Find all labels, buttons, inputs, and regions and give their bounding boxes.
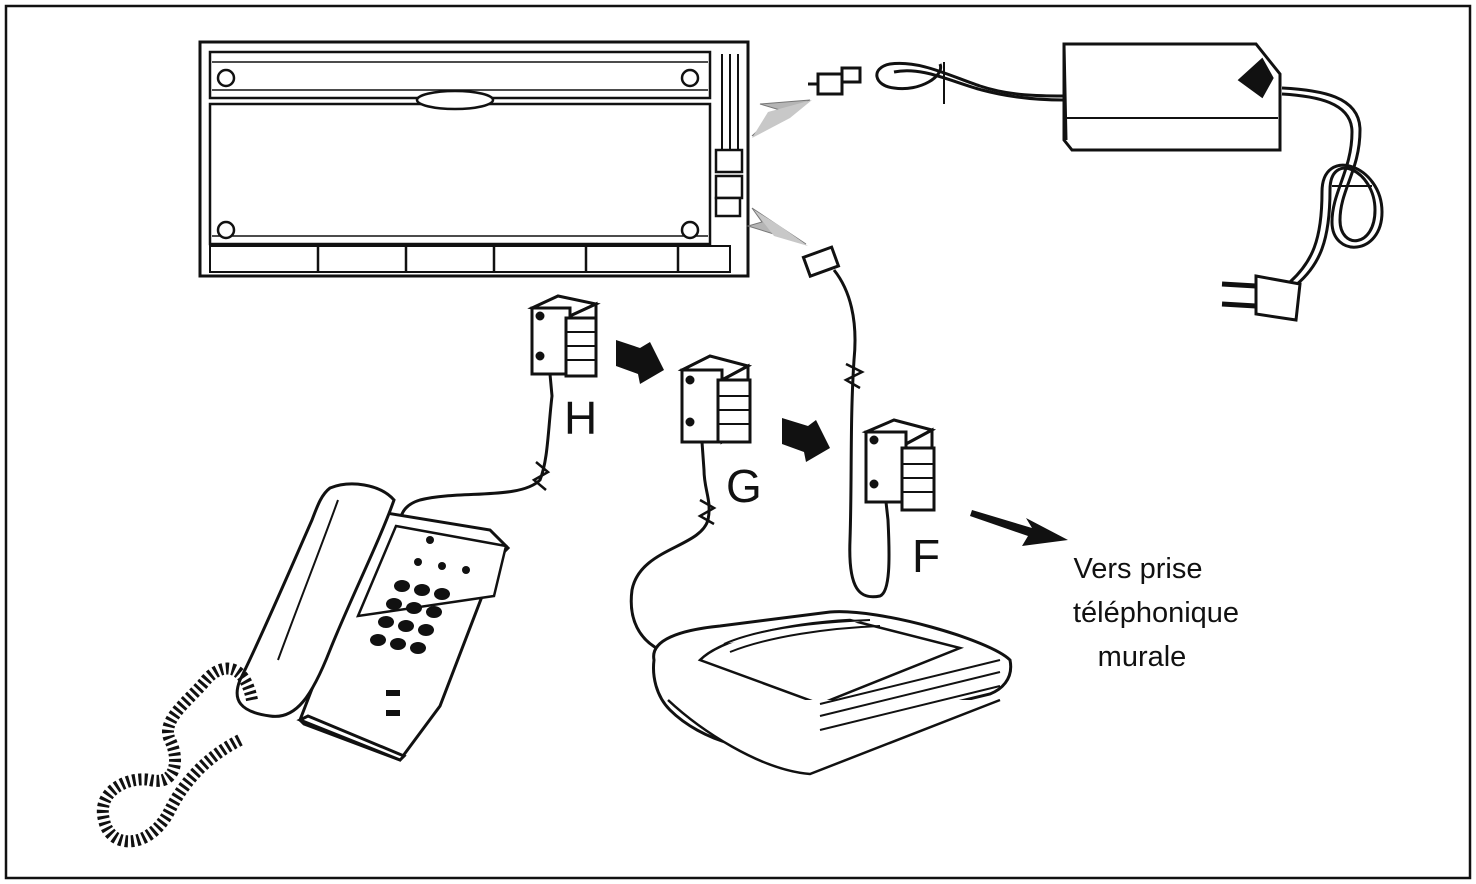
line-socket (714, 196, 742, 218)
fax-machine (198, 40, 750, 278)
phone-handset (235, 482, 396, 718)
caption-line-3: murale (1098, 641, 1187, 673)
plug-g (677, 354, 753, 445)
arrow-to-wall-socket (970, 510, 1068, 546)
label-g: G (726, 460, 762, 512)
black-arrow-h-to-g (616, 340, 664, 384)
caption-line-2: téléphonique (1073, 597, 1239, 629)
screw-hole (680, 68, 700, 88)
label-f: F (912, 530, 940, 582)
adapter-cord (808, 61, 1065, 104)
screw-hole (216, 220, 236, 240)
mains-plug (1221, 274, 1302, 322)
fax-rear-panel (208, 102, 712, 246)
cable-g-to-answering-machine (629, 441, 711, 652)
phone-keypad (370, 536, 470, 716)
screw-hole (680, 220, 700, 240)
power-socket (714, 148, 744, 174)
figure-border (4, 4, 1472, 880)
answering-machine (652, 610, 1013, 776)
cable-h-to-phone (398, 373, 554, 535)
wall-socket-caption: Vers prise téléphonique murale (1073, 553, 1239, 673)
telephone (96, 482, 511, 848)
plug-f (861, 418, 937, 512)
mains-cord (1281, 86, 1384, 287)
caption-line-1: Vers prise (1074, 553, 1203, 585)
plug-h (527, 294, 601, 378)
screw-hole (216, 68, 236, 88)
adapter-box (1062, 42, 1282, 152)
black-arrow-g-to-f (782, 418, 830, 462)
fax-latch (415, 89, 495, 111)
coiled-cord (96, 662, 258, 848)
power-adapter (1062, 42, 1282, 152)
label-h: H (564, 392, 597, 444)
line-cable (801, 245, 891, 599)
